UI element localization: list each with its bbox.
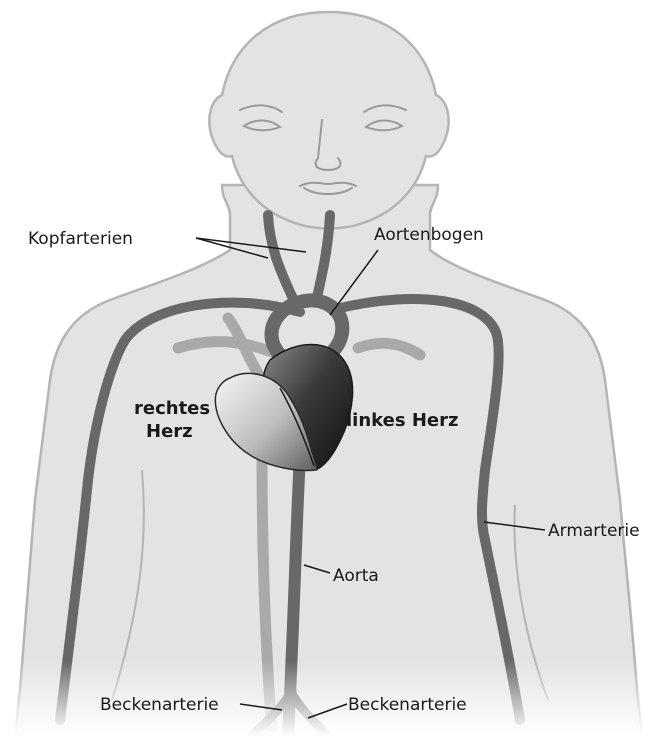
label-aortenbogen: Aortenbogen (374, 225, 484, 245)
label-beckenarterie-right: Beckenarterie (348, 695, 467, 715)
bottom-fade (0, 660, 657, 736)
label-aorta: Aorta (333, 566, 379, 586)
label-beckenarterie-left: Beckenarterie (100, 695, 219, 715)
label-kopfarterien: Kopfarterien (28, 229, 133, 249)
label-rechtes-herz-line2: Herz (146, 421, 193, 442)
label-armarterie: Armarterie (548, 521, 640, 541)
label-linkes-herz: linkes Herz (346, 410, 458, 431)
label-rechtes-herz-line1: rechtes (134, 398, 210, 419)
